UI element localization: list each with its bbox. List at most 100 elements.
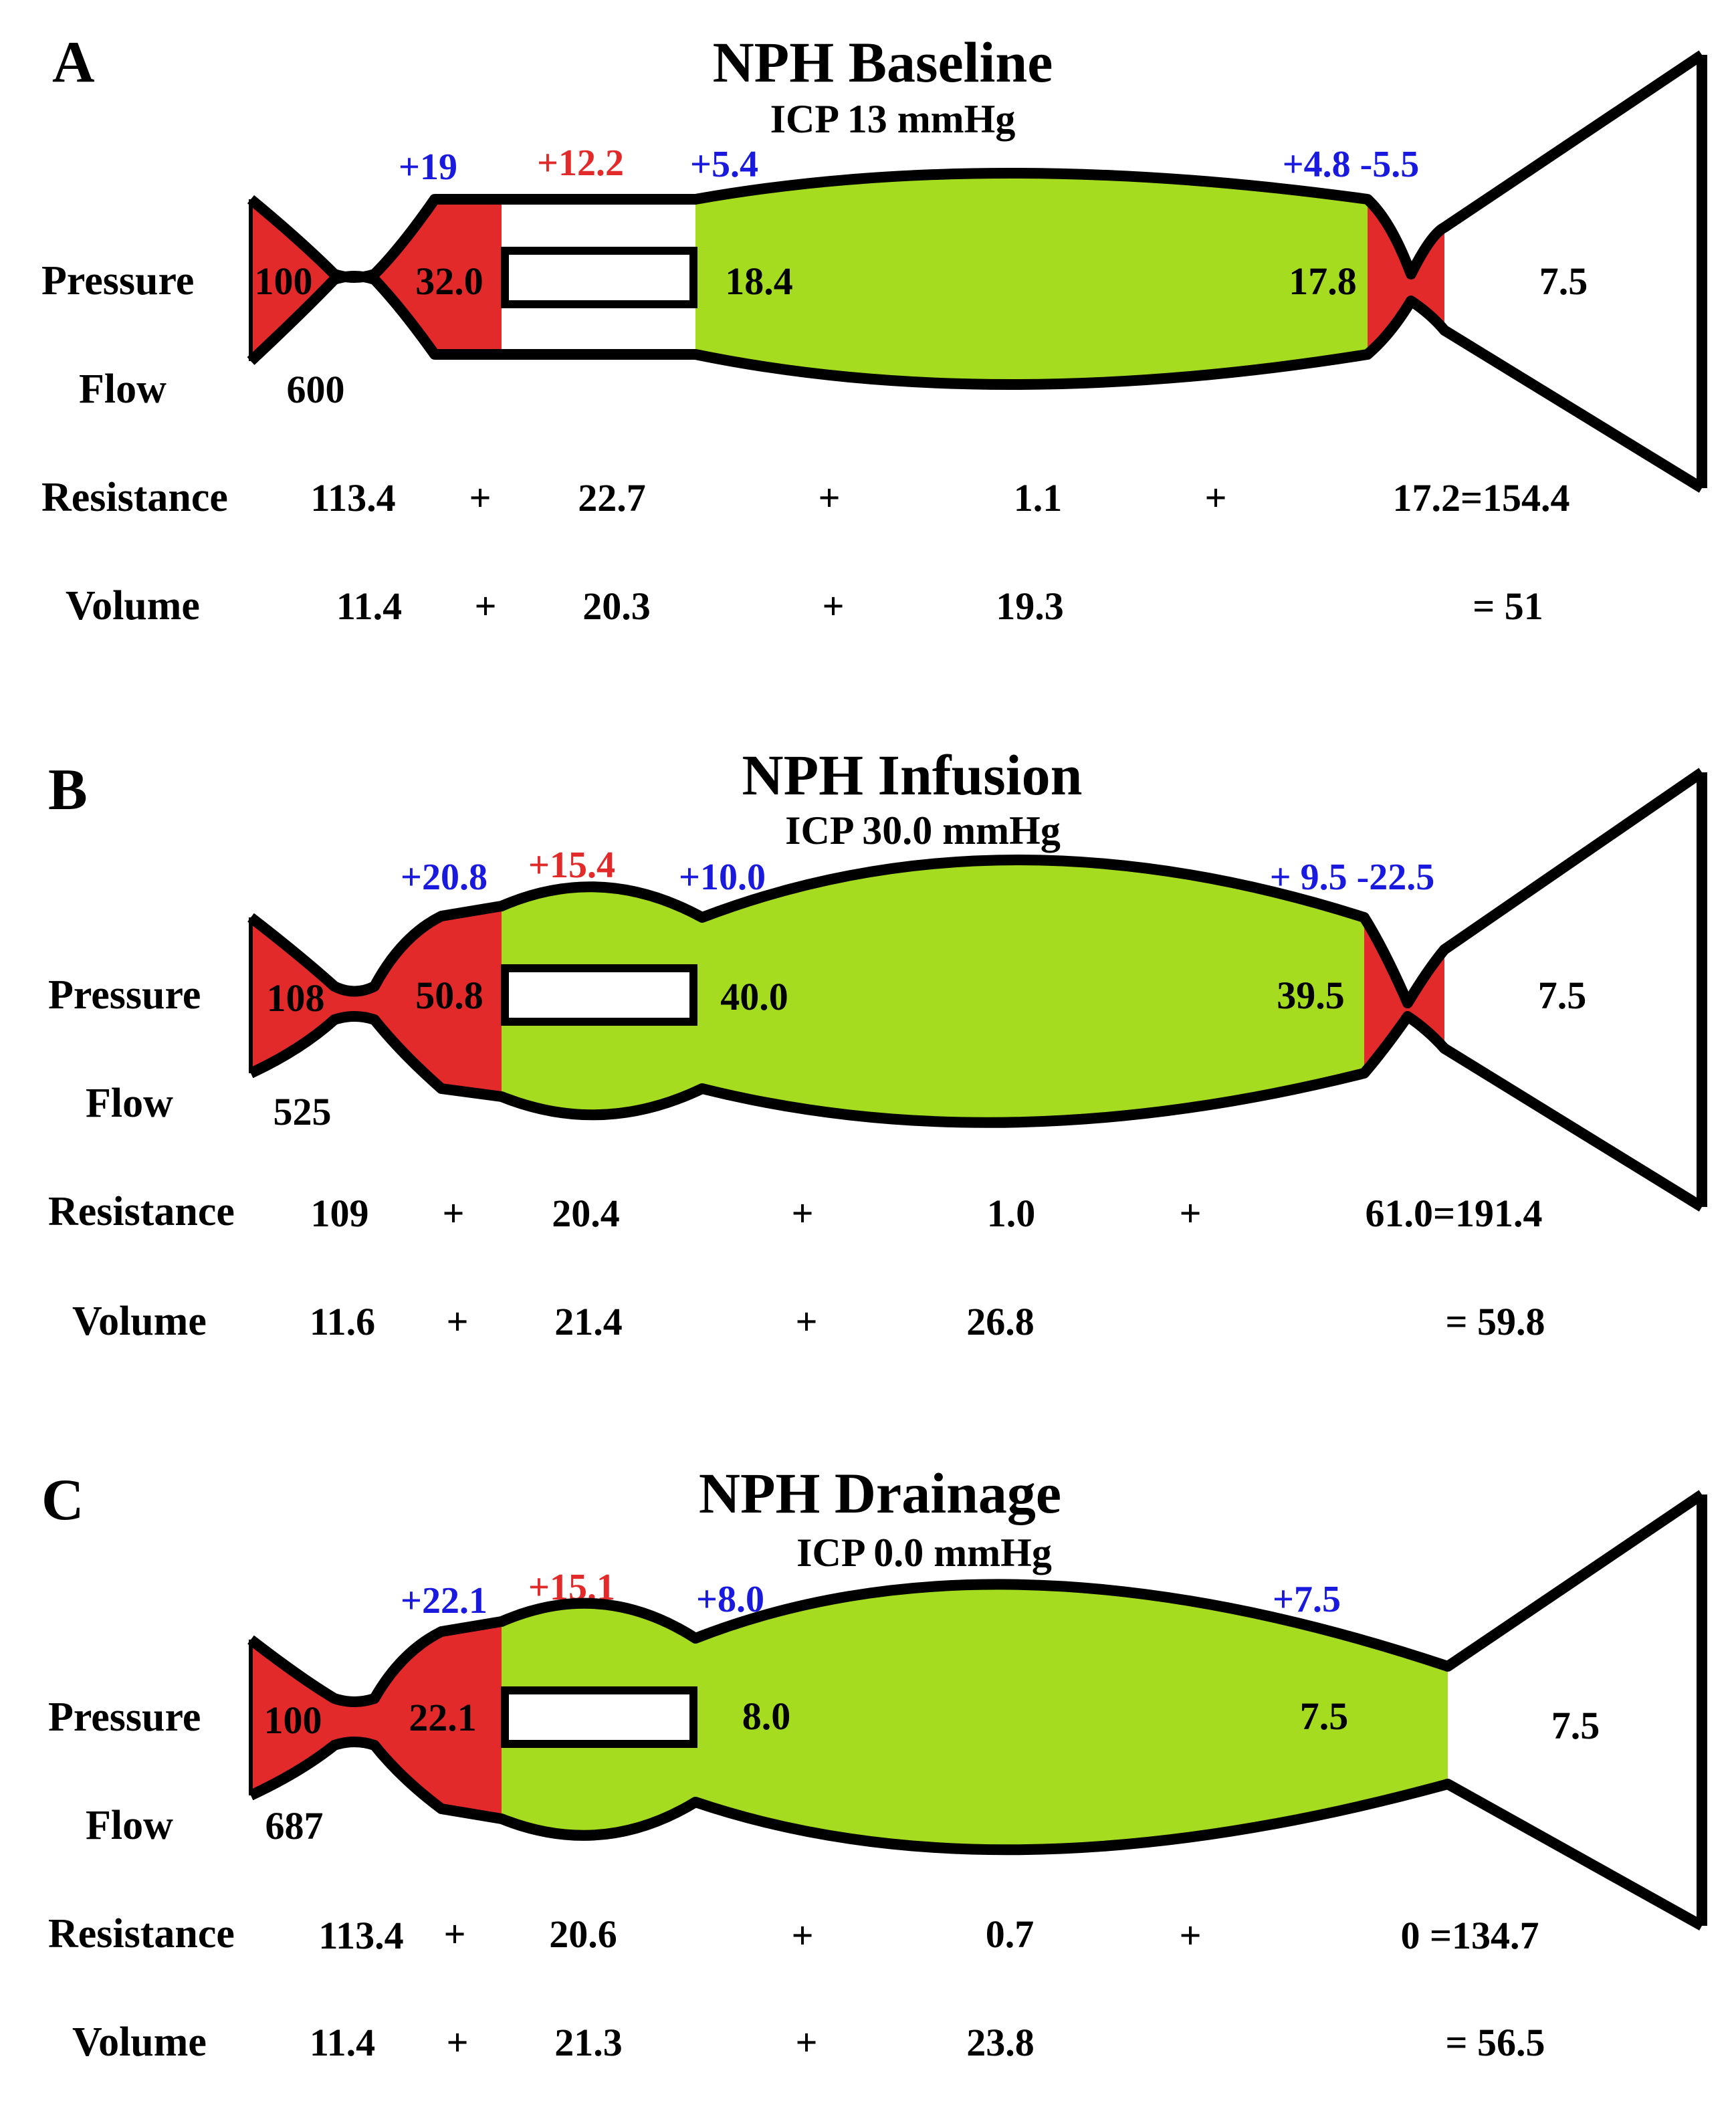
volume-value: 11.4	[310, 2021, 375, 2064]
pressure-value-1: 100	[255, 259, 313, 303]
capillary-box	[501, 964, 697, 1026]
pressure-value-2: 32.0	[415, 259, 483, 303]
pressure-value-3: 8.0	[742, 1694, 791, 1738]
volume-value: 11.6	[310, 1300, 375, 1343]
panel-b: B NPH Infusion ICP 30.0 mmHg +20.8 +15.4…	[48, 743, 1707, 1344]
outflow-segment	[1368, 199, 1444, 354]
icp-label: ICP 30.0 mmHg	[785, 808, 1061, 853]
resistance-value: 22.7	[578, 476, 646, 520]
panel-letter: B	[48, 758, 88, 822]
resistance-total: 0 =134.7	[1400, 1914, 1539, 1957]
volume-plus: +	[446, 2021, 468, 2064]
resistance-value: 0.7	[986, 1912, 1035, 1956]
icp-label: ICP 0.0 mmHg	[796, 1531, 1052, 1575]
vessel-lower-outline	[248, 1737, 1705, 1930]
volume-value: 21.3	[554, 2021, 623, 2064]
pressure-value-2: 22.1	[409, 1696, 477, 1739]
pressure-value-5: 7.5	[1539, 259, 1588, 303]
volume-value: 26.8	[966, 1300, 1035, 1343]
flow-row-label: Flow	[86, 1803, 173, 1848]
flow-row-label: Flow	[86, 1081, 173, 1126]
resistance-plus: +	[443, 1912, 465, 1956]
volume-row-label: Volume	[66, 583, 200, 629]
top-label-4: +4.8 -5.5	[1283, 144, 1420, 185]
vessel-upper-outline	[247, 1490, 1705, 1707]
volume-plus: +	[474, 584, 496, 628]
resistance-row-label: Resistance	[48, 1911, 235, 1957]
pressure-value-3: 40.0	[720, 975, 788, 1018]
volume-total: = 59.8	[1445, 1300, 1545, 1343]
icp-label: ICP 13 mmHg	[770, 97, 1016, 141]
top-label-4: + 9.5 -22.5	[1270, 857, 1435, 898]
resistance-plus: +	[1204, 476, 1226, 520]
panel-letter: C	[41, 1468, 84, 1533]
pressure-value-2: 50.8	[415, 974, 483, 1017]
resistance-value: 113.4	[310, 476, 395, 520]
pressure-value-5: 7.5	[1551, 1704, 1600, 1747]
volume-plus: +	[795, 1300, 817, 1343]
top-label-3: +10.0	[679, 857, 766, 898]
top-label-4: +7.5	[1273, 1579, 1341, 1620]
resistance-plus: +	[791, 1914, 813, 1957]
resistance-plus: +	[1179, 1192, 1201, 1235]
pressure-value-4: 39.5	[1277, 974, 1345, 1017]
venous-segment	[695, 173, 1368, 384]
venous-segment	[502, 860, 1364, 1123]
panel-title: NPH Drainage	[699, 1461, 1061, 1525]
panel-c: C NPH Drainage ICP 0.0 mmHg +22.1 +15.1 …	[41, 1461, 1707, 2065]
pressure-value-4: 17.8	[1289, 259, 1357, 303]
top-label-3: +5.4	[690, 144, 758, 185]
resistance-plus: +	[791, 1192, 813, 1235]
volume-total: = 56.5	[1445, 2021, 1545, 2064]
volume-value: 21.4	[554, 1300, 623, 1343]
venous-segment	[502, 1584, 1448, 1850]
resistance-plus: +	[469, 476, 491, 520]
pressure-value-4: 7.5	[1300, 1694, 1349, 1738]
volume-row-label: Volume	[72, 2019, 207, 2065]
pressure-value-1: 100	[264, 1698, 322, 1742]
pressure-row-label: Pressure	[48, 1694, 201, 1740]
flow-row-label: Flow	[79, 366, 167, 412]
flow-value: 600	[287, 368, 345, 411]
pressure-row-label: Pressure	[48, 972, 201, 1018]
flow-value: 525	[274, 1090, 332, 1133]
resistance-plus: +	[818, 476, 840, 520]
resistance-row-label: Resistance	[48, 1189, 235, 1234]
top-label-1: +19	[399, 146, 457, 188]
volume-value: 11.4	[336, 584, 402, 628]
resistance-value: 113.4	[318, 1914, 403, 1957]
panel-a: A NPH Baseline ICP 13 mmHg +19 +12.2 +5.…	[41, 30, 1707, 629]
resistance-total: 17.2=154.4	[1392, 476, 1569, 520]
capillary-box	[501, 1686, 697, 1748]
top-label-1: +22.1	[401, 1580, 487, 1622]
volume-row-label: Volume	[72, 1299, 207, 1344]
resistance-row-label: Resistance	[41, 475, 228, 520]
resistance-value: 1.1	[1014, 476, 1063, 520]
vessel-lower-outline	[248, 1011, 1705, 1212]
pressure-value-3: 18.4	[725, 259, 793, 303]
panel-title: NPH Baseline	[713, 30, 1053, 94]
arterial-segment	[251, 1622, 502, 1819]
volume-plus: +	[822, 584, 844, 628]
resistance-value: 20.4	[552, 1192, 620, 1235]
volume-plus: +	[446, 1300, 468, 1343]
resistance-value: 20.6	[549, 1912, 617, 1956]
volume-value: 20.3	[582, 584, 651, 628]
panel-letter: A	[52, 30, 95, 95]
arterial-segment	[251, 906, 502, 1097]
pressure-value-1: 108	[267, 976, 325, 1020]
panel-title: NPH Infusion	[742, 743, 1083, 807]
volume-total: = 51	[1473, 584, 1543, 628]
resistance-total: 61.0=191.4	[1365, 1192, 1542, 1235]
capillary-box	[501, 247, 697, 308]
top-label-1: +20.8	[401, 857, 487, 898]
volume-value: 19.3	[996, 584, 1064, 628]
resistance-plus: +	[442, 1192, 464, 1235]
pressure-row-label: Pressure	[41, 258, 194, 304]
pressure-value-5: 7.5	[1538, 974, 1587, 1017]
top-label-2: +15.4	[528, 845, 615, 886]
top-label-2: +12.2	[537, 142, 624, 184]
vessel-lower-outline	[247, 271, 1705, 493]
flow-value: 687	[265, 1804, 324, 1848]
